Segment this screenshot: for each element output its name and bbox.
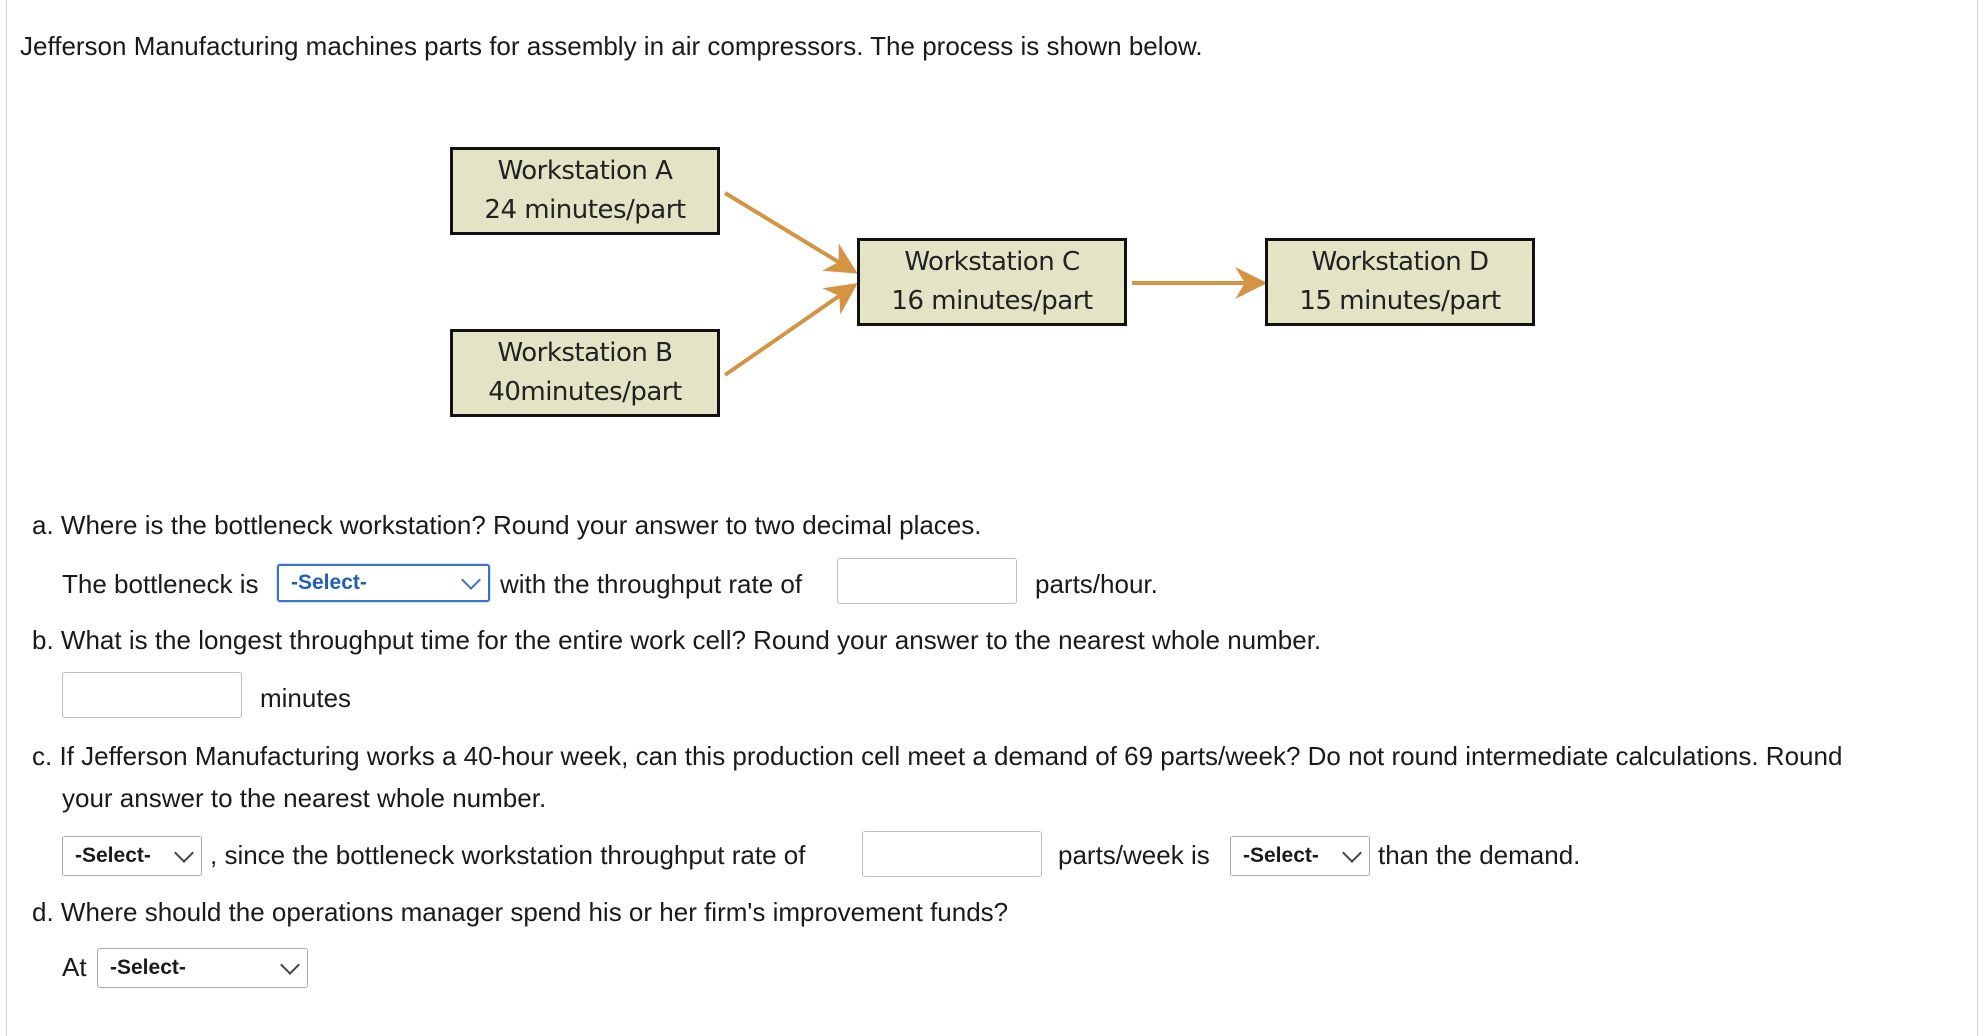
workstation-a: Workstation A 24 minutes/part	[450, 147, 720, 235]
bottleneck-select[interactable]: -Select-	[277, 564, 490, 602]
arrow-a-to-c	[723, 191, 858, 274]
content-frame	[6, 0, 1978, 1036]
bottleneck-select-value: -Select-	[291, 571, 367, 594]
workstation-c-name: Workstation C	[904, 247, 1080, 277]
workstation-d-name: Workstation D	[1311, 247, 1489, 277]
question-b-letter: b.	[32, 625, 54, 655]
workstation-a-time: 24 minutes/part	[484, 195, 686, 225]
workstation-b-name: Workstation B	[497, 338, 673, 368]
throughput-time-input[interactable]	[62, 672, 242, 718]
workstation-a-name: Workstation A	[497, 156, 673, 186]
improvement-location-select[interactable]: -Select-	[97, 948, 308, 988]
chevron-down-icon	[461, 570, 481, 590]
arrow-b-to-c	[723, 283, 858, 377]
question-c-text-line2: your answer to the nearest whole number.	[62, 783, 547, 813]
comparison-select-value: -Select-	[1243, 844, 1319, 867]
question-c: c. If Jefferson Manufacturing works a 40…	[32, 741, 1842, 771]
workstation-c-time: 16 minutes/part	[891, 286, 1093, 316]
workstation-d-time: 15 minutes/part	[1299, 286, 1501, 316]
question-a: a. Where is the bottleneck workstation? …	[32, 510, 981, 540]
throughput-rate-label: with the throughput rate of	[500, 569, 803, 599]
comparison-select[interactable]: -Select-	[1230, 836, 1370, 876]
improvement-location-select-value: -Select-	[110, 956, 186, 979]
chevron-down-icon	[1342, 843, 1362, 863]
question-c-letter: c.	[32, 741, 53, 771]
at-prefix: At	[62, 952, 87, 982]
chevron-down-icon	[280, 955, 300, 975]
question-d-text: Where should the operations manager spen…	[60, 897, 1009, 927]
throughput-unit: parts/hour.	[1035, 569, 1158, 599]
problem-intro: Jefferson Manufacturing machines parts f…	[20, 31, 1203, 61]
question-a-text: Where is the bottleneck workstation? Rou…	[60, 510, 982, 540]
question-a-letter: a.	[32, 510, 54, 540]
can-meet-demand-select[interactable]: -Select-	[62, 836, 202, 876]
chevron-down-icon	[174, 843, 194, 863]
bottleneck-prefix: The bottleneck is	[62, 569, 259, 599]
workstation-b: Workstation B 40minutes/part	[450, 329, 720, 417]
question-b-text: What is the longest throughput time for …	[60, 625, 1322, 655]
question-b: b. What is the longest throughput time f…	[32, 625, 1321, 655]
workstation-d: Workstation D 15 minutes/part	[1265, 238, 1535, 326]
parts-week-text: parts/week is	[1058, 840, 1210, 870]
question-c-text-line1: If Jefferson Manufacturing works a 40-ho…	[59, 741, 1843, 771]
minutes-unit: minutes	[260, 683, 352, 713]
can-meet-demand-select-value: -Select-	[75, 844, 151, 867]
than-demand-text: than the demand.	[1378, 840, 1581, 870]
workstation-b-time: 40minutes/part	[488, 377, 682, 407]
since-text: , since the bottleneck workstation throu…	[210, 840, 806, 870]
question-d-letter: d.	[32, 897, 54, 927]
workstation-c: Workstation C 16 minutes/part	[857, 238, 1127, 326]
throughput-rate-input[interactable]	[837, 558, 1017, 604]
weekly-throughput-input[interactable]	[862, 831, 1042, 877]
question-d: d. Where should the operations manager s…	[32, 897, 1008, 927]
